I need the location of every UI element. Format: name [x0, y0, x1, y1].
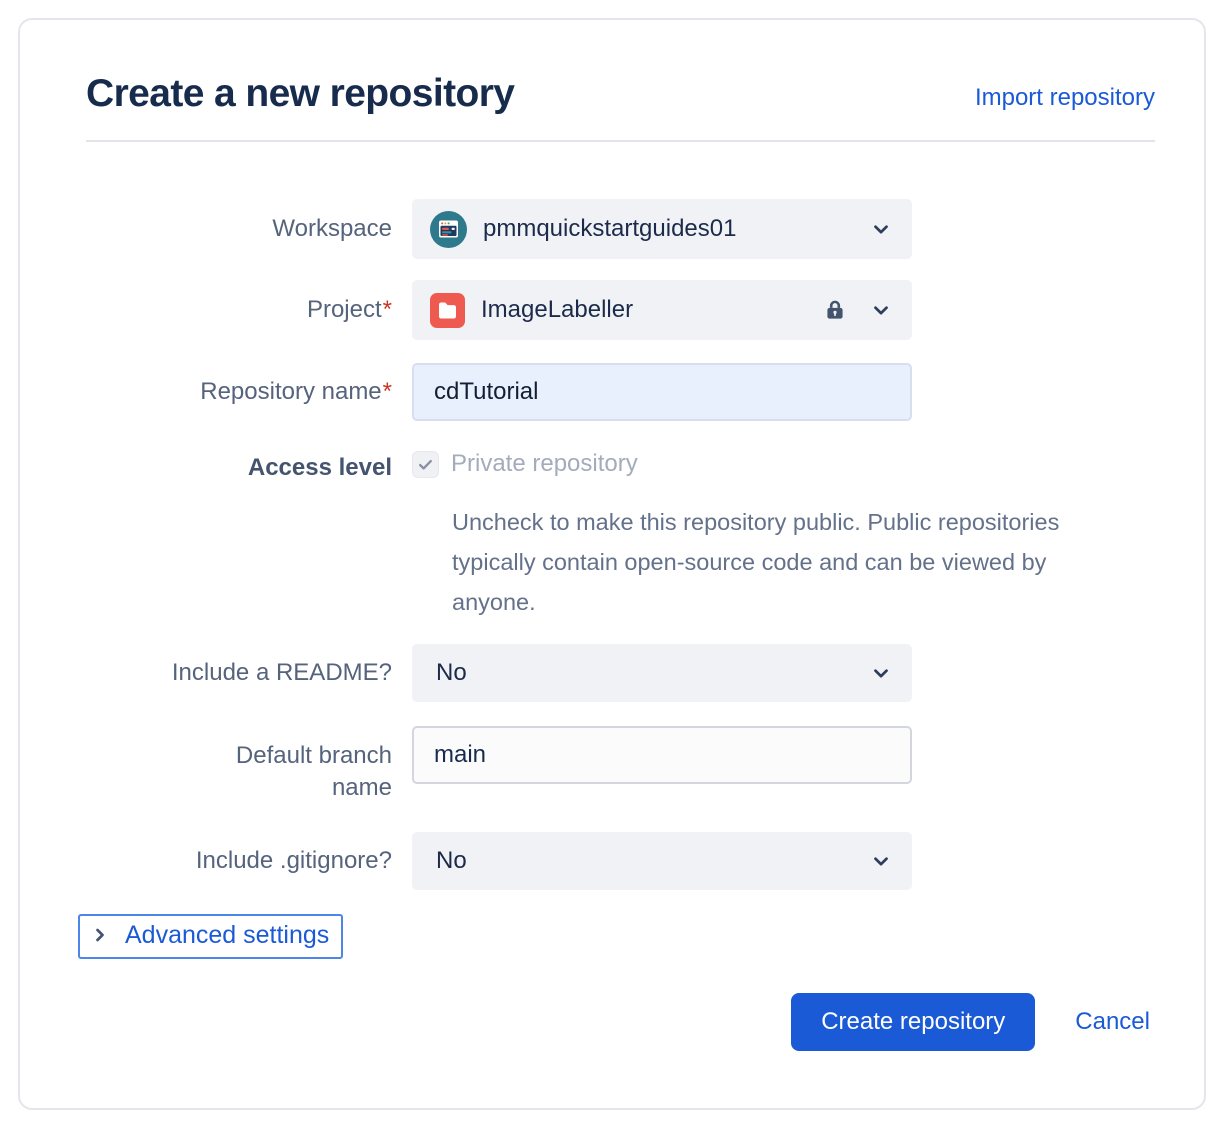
default-branch-label: Default branch name: [235, 742, 392, 802]
import-repository-link[interactable]: Import repository: [974, 84, 1155, 111]
required-asterisk: *: [382, 377, 392, 405]
create-repository-dialog: Create a new repository Import repositor…: [18, 18, 1206, 1110]
access-level-help-text: Uncheck to make this repository public. …: [452, 509, 1060, 615]
workspace-label: Workspace: [272, 214, 392, 242]
cancel-button[interactable]: Cancel: [1075, 1007, 1150, 1035]
repository-name-row: Repository name*: [86, 363, 1155, 421]
chevron-down-icon: [870, 850, 892, 872]
include-readme-select[interactable]: No: [412, 644, 912, 702]
repository-name-input[interactable]: [412, 363, 912, 421]
include-gitignore-value: No: [436, 846, 467, 874]
workspace-row: Workspace: [86, 199, 1155, 259]
dialog-header: Create a new repository Import repositor…: [86, 72, 1155, 116]
page-title: Create a new repository: [86, 72, 515, 115]
access-level-label: Access level: [247, 454, 392, 481]
include-readme-row: Include a README? No: [86, 644, 1155, 702]
include-gitignore-select[interactable]: No: [412, 831, 912, 890]
workspace-select[interactable]: pmmquickstartguides01: [412, 199, 912, 259]
workspace-value: pmmquickstartguides01: [483, 215, 737, 242]
project-avatar: [430, 292, 465, 328]
project-row: Project* ImageLabeller: [86, 280, 1155, 340]
private-repository-label: Private repository: [451, 450, 638, 477]
chevron-down-icon: [870, 299, 892, 321]
chevron-down-icon: [870, 218, 892, 240]
header-divider: [86, 140, 1155, 142]
include-readme-value: No: [436, 659, 467, 686]
advanced-settings-label: Advanced settings: [125, 920, 330, 949]
check-icon: [419, 459, 432, 470]
create-repository-button[interactable]: Create repository: [791, 992, 1036, 1051]
include-gitignore-label: Include .gitignore?: [195, 846, 392, 874]
lock-icon: [822, 297, 848, 323]
workspace-avatar: [430, 210, 467, 248]
private-repository-checkbox: [412, 450, 439, 478]
default-branch-row: Default branch name: [86, 726, 1155, 805]
include-gitignore-row: Include .gitignore? No: [86, 831, 1155, 890]
include-readme-label: Include a README?: [171, 658, 392, 686]
repository-name-label: Repository name*: [200, 377, 392, 405]
advanced-settings-toggle[interactable]: Advanced settings: [78, 913, 344, 959]
default-branch-input[interactable]: [412, 726, 912, 784]
project-value: ImageLabeller: [481, 296, 634, 323]
dialog-footer: Create repository Cancel: [86, 992, 1155, 1051]
chevron-right-icon: [90, 925, 110, 945]
project-label: Project*: [306, 295, 392, 323]
chevron-down-icon: [870, 662, 892, 684]
required-asterisk: *: [382, 295, 392, 323]
access-level-row: Access level Private repository Uncheck …: [86, 450, 1155, 622]
project-select[interactable]: ImageLabeller: [412, 280, 912, 340]
